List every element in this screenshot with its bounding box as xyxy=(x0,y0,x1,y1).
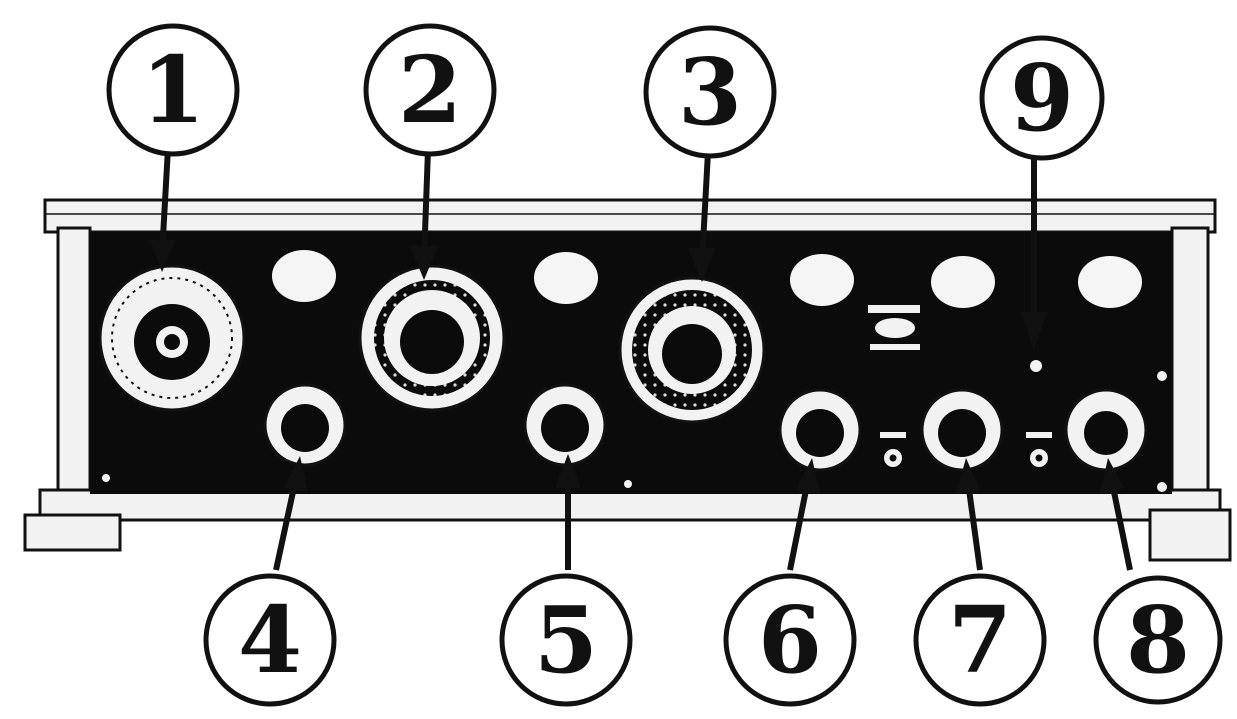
cabinet-left-post xyxy=(58,228,90,498)
callout-label-1: 1 xyxy=(141,36,205,144)
callout-2: 2 xyxy=(366,26,494,154)
screw xyxy=(1157,482,1167,492)
knob-4 xyxy=(265,385,345,465)
cabinet-bottom-board xyxy=(40,490,1220,520)
callout-label-8: 8 xyxy=(1126,586,1190,694)
knob-7 xyxy=(922,390,1002,470)
callout-5: 5 xyxy=(502,576,630,704)
callout-label-3: 3 xyxy=(678,38,742,146)
callout-label-6: 6 xyxy=(758,586,822,694)
callout-4: 4 xyxy=(206,576,334,704)
screw xyxy=(1030,360,1042,372)
knob-8 xyxy=(1066,390,1146,470)
callout-7: 7 xyxy=(916,576,1044,704)
screw xyxy=(624,480,632,488)
callout-label-7: 7 xyxy=(948,586,1012,694)
meter-window xyxy=(534,252,598,304)
callout-3: 3 xyxy=(646,28,774,156)
callout-6: 6 xyxy=(726,576,854,704)
dial-1 xyxy=(100,266,244,410)
knob-6 xyxy=(780,390,860,470)
dial-2 xyxy=(360,266,504,410)
meter-window xyxy=(931,256,995,308)
callout-label-5: 5 xyxy=(534,586,598,694)
meter-window xyxy=(790,254,854,306)
cabinet-left-foot xyxy=(25,515,120,550)
cabinet-right-foot xyxy=(1150,510,1230,560)
callout-label-2: 2 xyxy=(398,36,462,144)
callout-label-4: 4 xyxy=(238,586,302,694)
meter-window xyxy=(272,250,336,302)
knob-5 xyxy=(525,385,605,465)
callout-8: 8 xyxy=(1096,578,1220,702)
cabinet-top-board xyxy=(45,200,1215,232)
cabinet-right-post xyxy=(1172,228,1208,508)
callout-9: 9 xyxy=(982,38,1102,158)
dial-3 xyxy=(620,278,764,422)
screw xyxy=(1157,371,1167,381)
callout-label-9: 9 xyxy=(1010,44,1074,152)
meter-window xyxy=(1078,256,1142,308)
callout-1: 1 xyxy=(109,26,237,154)
screw xyxy=(102,474,110,482)
